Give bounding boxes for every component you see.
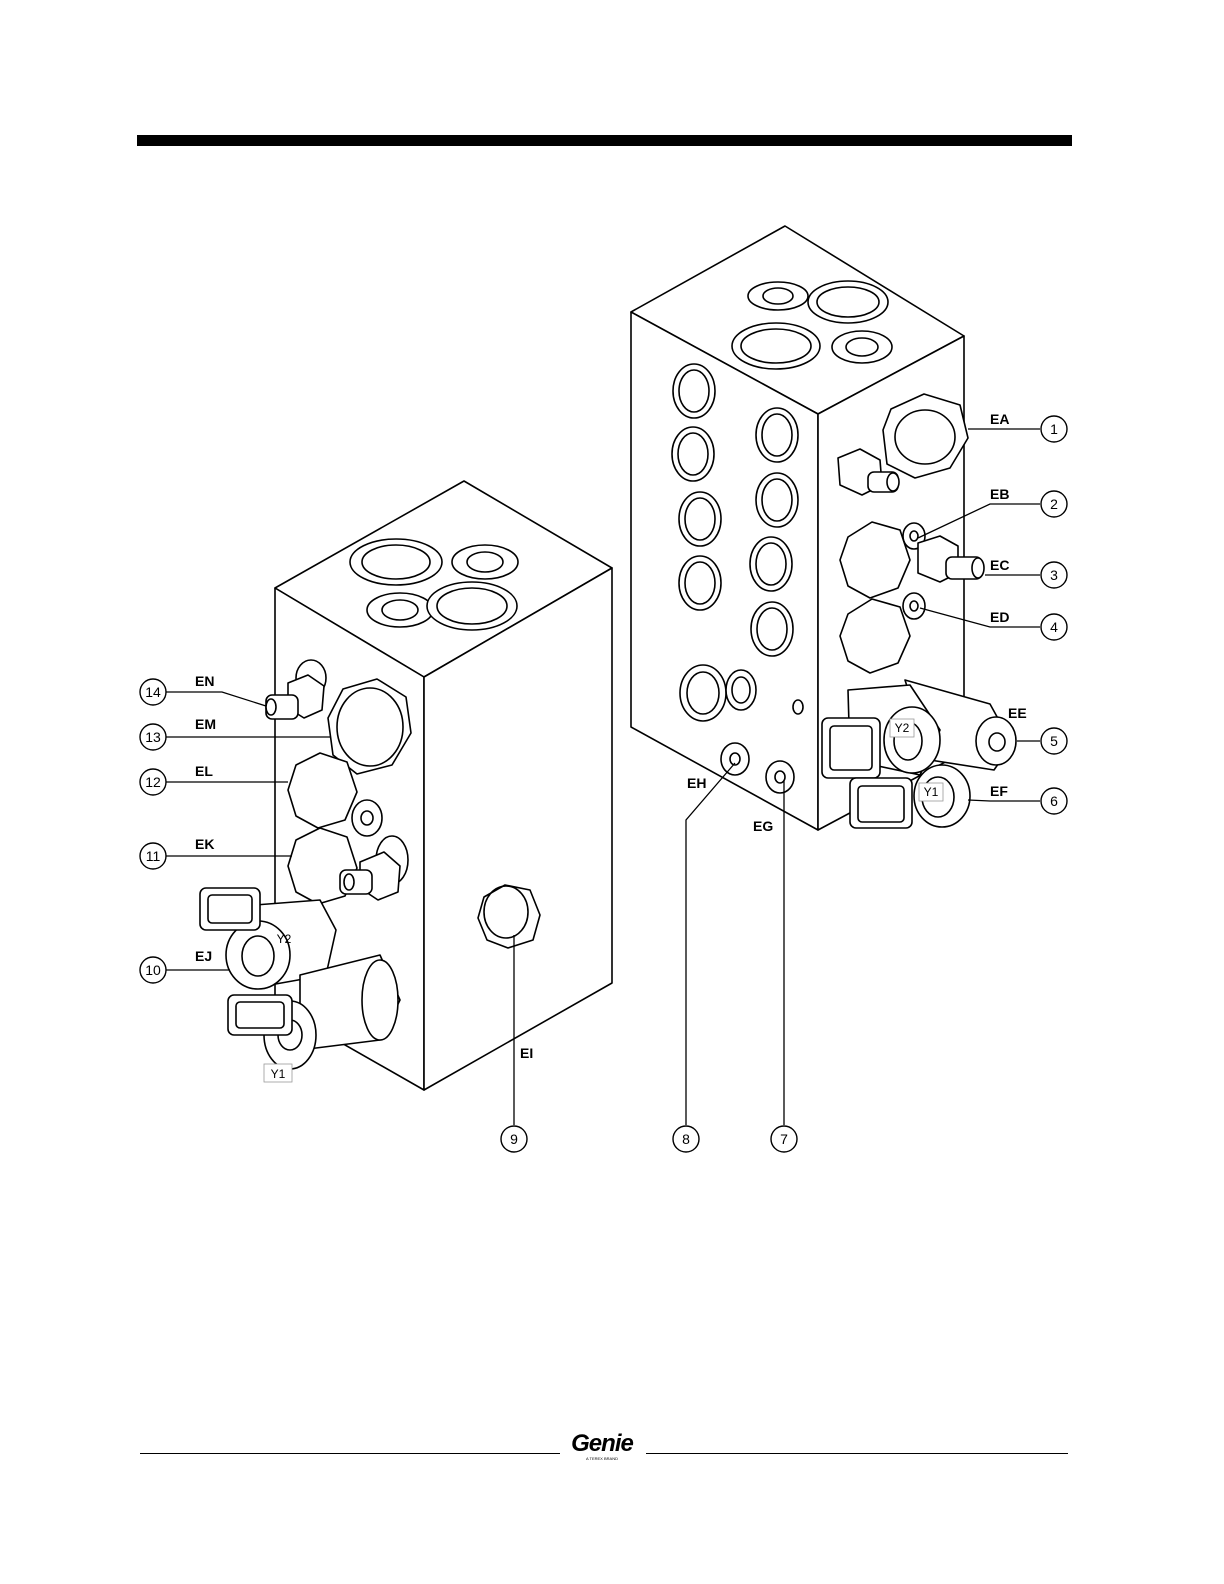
coil-label-right-y2: Y2 bbox=[895, 721, 910, 735]
callout-label-ea: EA bbox=[990, 411, 1009, 427]
callout-label-ee: EE bbox=[1008, 705, 1027, 721]
genie-logo: Genie A TEREX BRAND bbox=[562, 1432, 642, 1461]
callout-number-1: 1 bbox=[1050, 421, 1058, 437]
footer-rule-right bbox=[646, 1453, 1068, 1454]
callout-label-eh: EH bbox=[687, 775, 706, 791]
callout-label-ek: EK bbox=[195, 836, 214, 852]
callout-number-7: 7 bbox=[780, 1131, 788, 1147]
callout-label-ej: EJ bbox=[195, 948, 212, 964]
footer-rule-left bbox=[140, 1453, 560, 1454]
callout-label-eb: EB bbox=[990, 486, 1009, 502]
callout-label-ef: EF bbox=[990, 783, 1008, 799]
callout-number-6: 6 bbox=[1050, 793, 1058, 809]
callout-number-5: 5 bbox=[1050, 733, 1058, 749]
callout-number-11: 11 bbox=[146, 848, 161, 864]
coil-label-left-y1: Y1 bbox=[271, 1067, 286, 1081]
callout-label-ei: EI bbox=[520, 1045, 533, 1061]
callout-label-eg: EG bbox=[753, 818, 773, 834]
callout-label-en: EN bbox=[195, 673, 214, 689]
coil-label-left-y2: Y2 bbox=[277, 932, 292, 946]
callout-number-12: 12 bbox=[145, 774, 161, 790]
callout-number-4: 4 bbox=[1050, 619, 1058, 635]
callout-number-8: 8 bbox=[682, 1131, 690, 1147]
callout-number-13: 13 bbox=[145, 729, 161, 745]
callout-label-em: EM bbox=[195, 716, 216, 732]
callout-number-10: 10 bbox=[145, 962, 161, 978]
logo-wordmark: Genie bbox=[562, 1432, 642, 1456]
callout-label-ed: ED bbox=[990, 609, 1009, 625]
callout-label-el: EL bbox=[195, 763, 213, 779]
callout-number-9: 9 bbox=[510, 1131, 518, 1147]
callout-label-ec: EC bbox=[990, 557, 1009, 573]
callout-number-2: 2 bbox=[1050, 496, 1058, 512]
coil-label-right-y1: Y1 bbox=[924, 785, 939, 799]
callout-number-14: 14 bbox=[145, 684, 161, 700]
callout-number-3: 3 bbox=[1050, 567, 1058, 583]
